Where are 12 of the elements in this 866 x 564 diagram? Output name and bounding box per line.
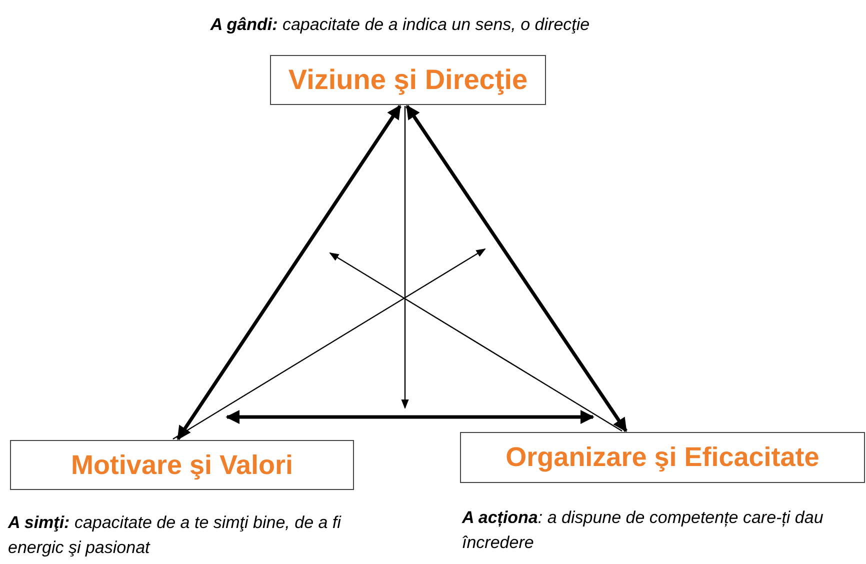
arrow	[226, 410, 594, 424]
arrow	[329, 252, 622, 432]
caption-text: A simţi: capacitate de a te simţi bine, de a fi energic şi pasionat	[8, 512, 342, 559]
text-box: Organizare şi Eficacitate	[460, 432, 865, 483]
text-box: Motivare şi Valori	[10, 440, 354, 490]
caption-text: A gândi: capacitate de a indica un sens, o direcţie	[209, 14, 591, 36]
arrow	[176, 104, 402, 440]
text-box: Viziune şi Direcţie	[270, 55, 546, 105]
arrow	[401, 106, 409, 409]
caption-text: A acționa: a dispune de competențe care-ți dau încredere	[462, 507, 824, 554]
arrow	[172, 248, 486, 440]
arrow	[406, 104, 628, 432]
